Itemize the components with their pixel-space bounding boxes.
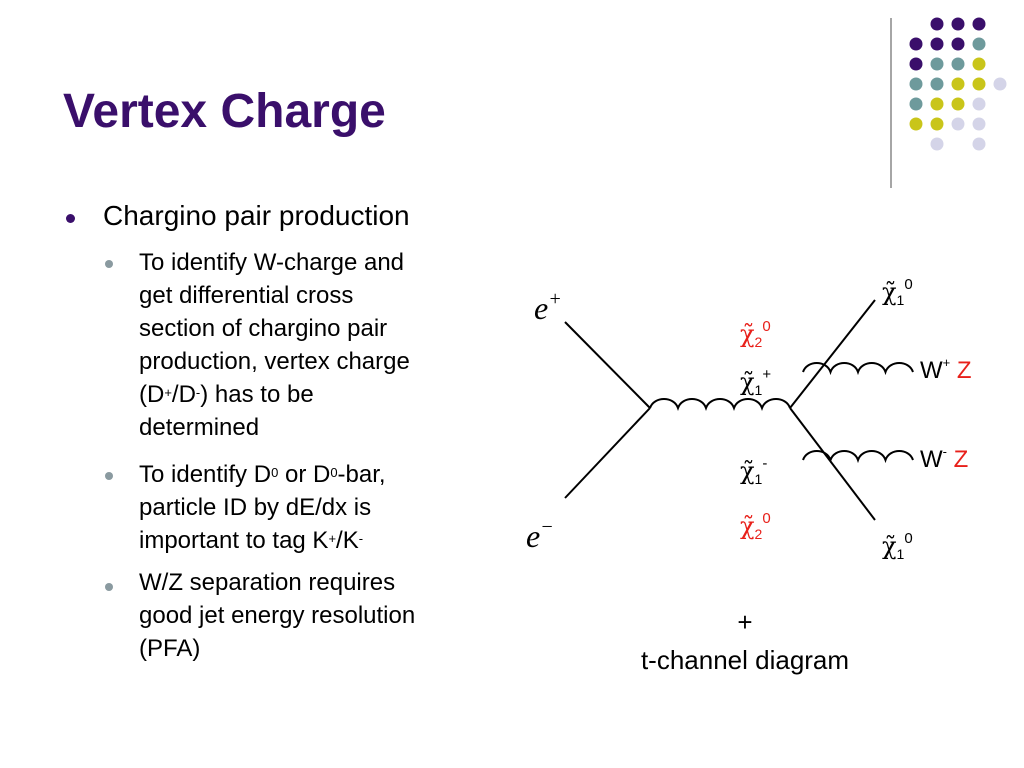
sub-bullet-marker xyxy=(105,472,113,480)
decorative-dot-grid xyxy=(890,17,1007,188)
decorative-dot xyxy=(972,17,986,31)
w-plus-wavy-line xyxy=(802,362,914,376)
w-minus-wavy-line xyxy=(802,450,914,464)
decorative-dot xyxy=(951,117,965,131)
feynman-diagram xyxy=(564,299,914,521)
decorative-dot xyxy=(972,77,986,91)
label-chi1-0-bottom: χ̃10 xyxy=(882,530,913,562)
decorative-dot xyxy=(930,37,944,51)
decorative-dot xyxy=(930,77,944,91)
decorative-dot xyxy=(909,97,923,111)
decorative-dot xyxy=(930,17,944,31)
propagator-wavy-line xyxy=(649,398,791,412)
label-chi1-0-top: χ̃10 xyxy=(882,276,913,308)
decorative-dot xyxy=(972,57,986,71)
label-chi1-plus: χ̃1+ xyxy=(740,366,772,398)
decorative-dot xyxy=(909,117,923,131)
decorative-dot xyxy=(930,137,944,151)
decorative-dot xyxy=(951,57,965,71)
sub-bullet-w-charge: To identify W-charge and get differentia… xyxy=(139,249,410,441)
e-minus-line xyxy=(564,407,651,499)
decorative-dot xyxy=(972,137,986,151)
diagram-caption: + t-channel diagram xyxy=(640,607,850,675)
decorative-dot xyxy=(930,117,944,131)
decorative-dot xyxy=(951,17,965,31)
sub-bullet-d0-identification: To identify D0 or D0-bar, particle ID by… xyxy=(139,461,386,554)
bullet-marker xyxy=(66,214,75,223)
decorative-dot xyxy=(972,37,986,51)
page-title: Vertex Charge xyxy=(63,85,386,138)
label-chi1-minus: χ̃1- xyxy=(740,455,768,487)
label-chi2-0-top: χ̃20 xyxy=(740,318,771,350)
label-chi2-0-bottom: χ̃20 xyxy=(740,510,771,542)
decorative-dot xyxy=(951,77,965,91)
decorative-dot xyxy=(951,97,965,111)
chargino-plus-line xyxy=(789,299,876,409)
e-plus-line xyxy=(564,321,651,409)
decorative-dot xyxy=(993,77,1007,91)
sub-bullet-marker xyxy=(105,260,113,268)
bullet-chargino-pair-production: Chargino pair production xyxy=(103,200,410,231)
decorative-dot xyxy=(909,37,923,51)
decorative-dot xyxy=(951,37,965,51)
label-e-plus: e+ xyxy=(534,288,562,326)
decorative-dot xyxy=(930,57,944,71)
label-w-minus-z: W- Z xyxy=(920,444,969,473)
decorative-dot xyxy=(909,77,923,91)
label-e-minus: e− xyxy=(526,516,554,554)
decorative-dot xyxy=(909,57,923,71)
decorative-dot xyxy=(972,97,986,111)
chargino-minus-line xyxy=(789,407,876,521)
decorative-dot xyxy=(930,97,944,111)
label-w-plus-z: W+ Z xyxy=(920,355,972,384)
sub-bullet-marker xyxy=(105,583,113,591)
decorative-dot xyxy=(972,117,986,131)
sub-bullet-wz-separation: W/Z separation requires good jet energy … xyxy=(139,569,416,662)
